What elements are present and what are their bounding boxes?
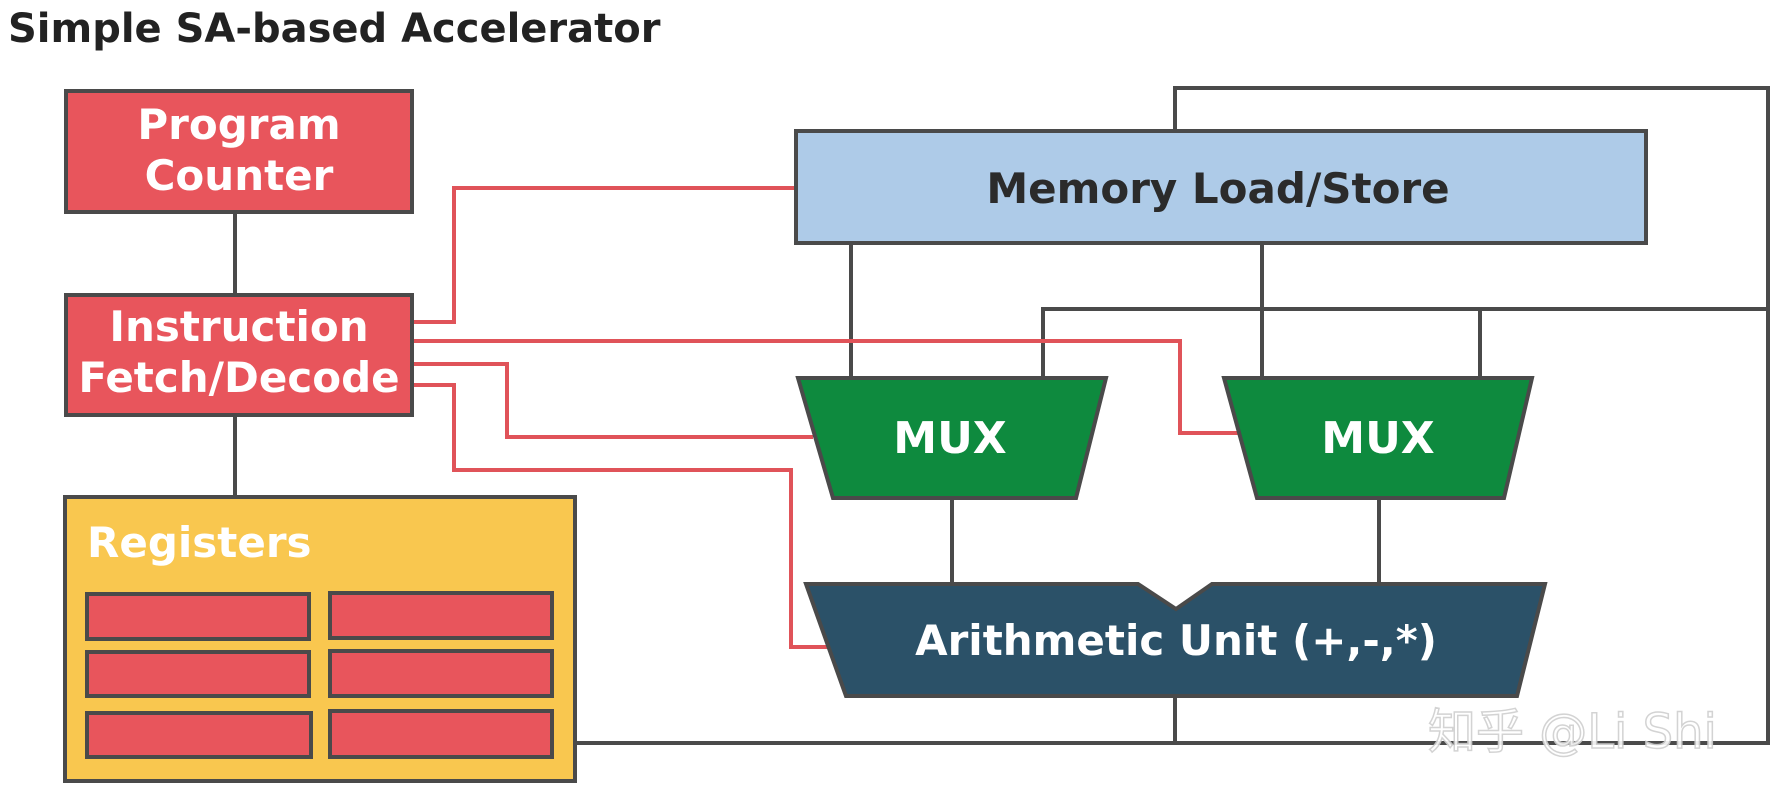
register-cell <box>328 649 554 698</box>
registers-block: Registers <box>63 495 577 783</box>
memory-label: Memory Load/Store <box>986 164 1449 213</box>
instruction-fetch-label-line2: Fetch/Decode <box>78 353 399 402</box>
memory-block: Memory Load/Store <box>794 129 1648 245</box>
data-wires <box>233 86 1770 745</box>
register-cell <box>85 650 311 698</box>
mux-left-block: MUX <box>795 376 1109 500</box>
watermark-text: 知乎 @Li Shi <box>1428 704 1717 760</box>
program-counter-label-line1: Program <box>137 100 340 149</box>
register-cell <box>328 709 554 759</box>
instruction-fetch-label-line1: Instruction <box>109 302 368 351</box>
mux-right-block: MUX <box>1221 376 1535 500</box>
program-counter-block: Program Counter <box>64 89 414 214</box>
mux-right-label: MUX <box>1321 413 1435 464</box>
register-cell <box>85 711 313 759</box>
mux-left-label: MUX <box>893 413 1007 464</box>
register-cell <box>328 591 554 640</box>
alu-block: Arithmetic Unit (+,-,*) <box>803 582 1548 698</box>
program-counter-label-line2: Counter <box>145 151 334 200</box>
alu-label: Arithmetic Unit (+,-,*) <box>915 616 1437 665</box>
instruction-fetch-block: Instruction Fetch/Decode <box>64 293 414 417</box>
control-wires <box>414 186 1239 649</box>
diagram-title: Simple SA-based Accelerator <box>8 6 661 52</box>
register-cells <box>85 591 554 759</box>
registers-label: Registers <box>87 518 312 567</box>
register-cell <box>85 592 311 641</box>
